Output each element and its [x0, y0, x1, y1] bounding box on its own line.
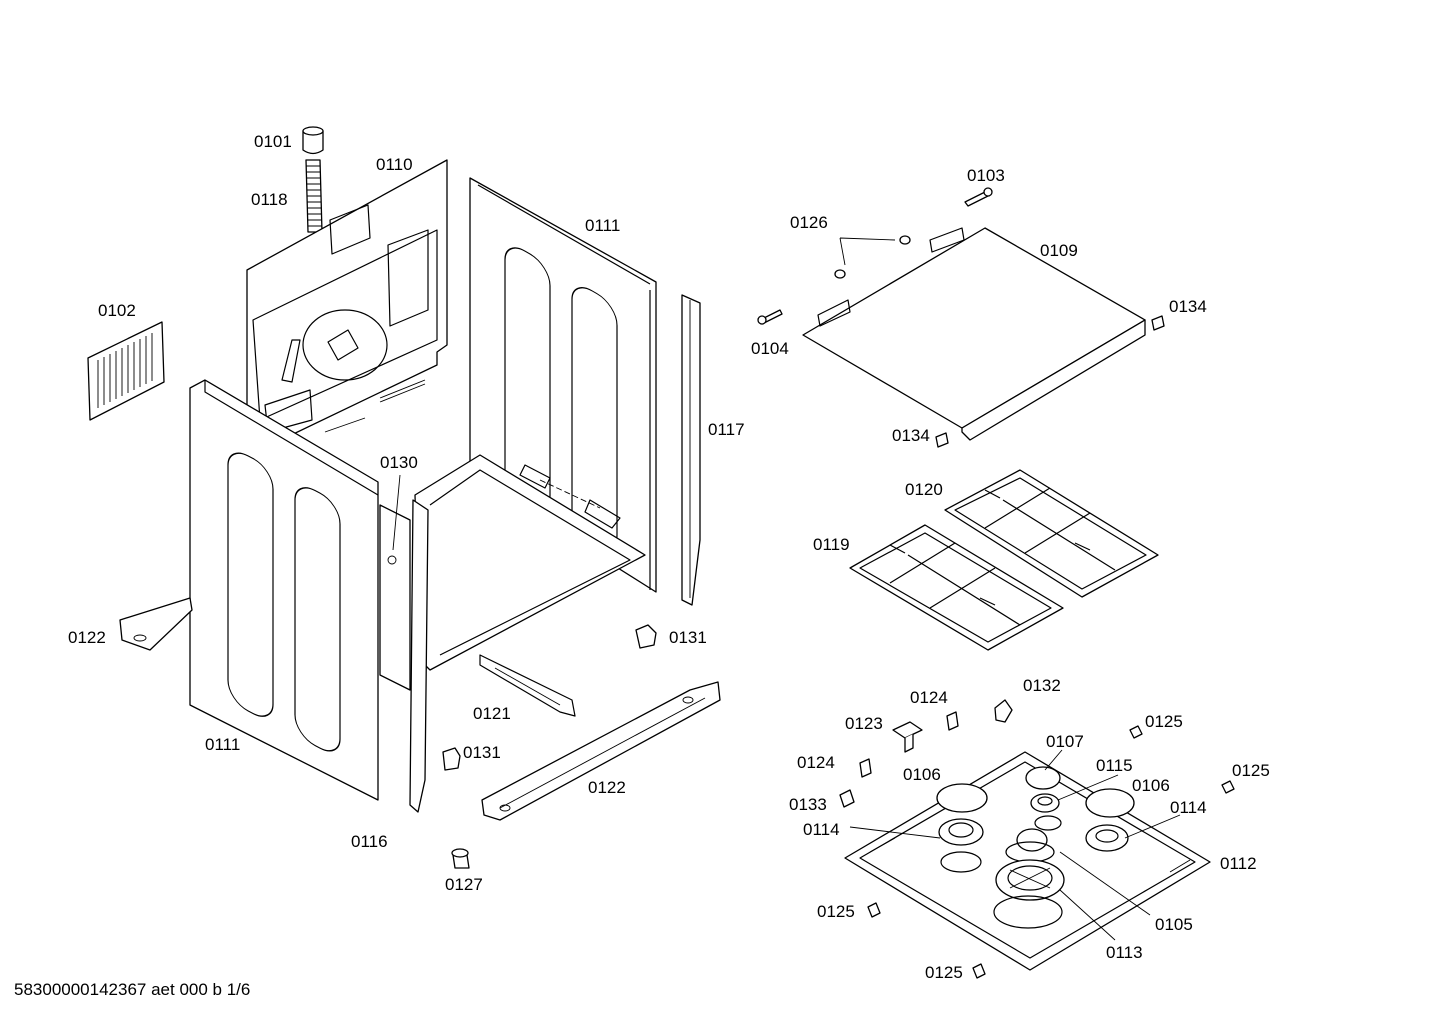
part-clip-0131-a: [635, 624, 657, 649]
callout-0104: 0104: [751, 339, 789, 358]
callout-0131-b: 0131: [463, 743, 501, 762]
callout-0107: 0107: [1046, 732, 1084, 751]
part-rail-0117: [681, 294, 701, 606]
part-rail-0122-upper: [119, 597, 193, 651]
callout-0111-left: 0111: [205, 735, 240, 754]
callout-0123: 0123: [845, 714, 883, 733]
callout-0102: 0102: [98, 301, 136, 320]
part-front-strip-0116: [409, 499, 429, 813]
callout-labels: 0101 0118 0110 0111 0102 0130 0117 0122 …: [68, 132, 1270, 982]
document-number: 58300000142367 aet 000 b 1/6: [14, 980, 251, 999]
part-grate-0119: [849, 524, 1064, 651]
part-lid-0109: [802, 227, 1146, 441]
callout-0125-d: 0125: [925, 963, 963, 982]
callout-0106-right: 0106: [1132, 776, 1170, 795]
part-burner-0113: [993, 859, 1065, 929]
callout-0111-right: 0111: [585, 216, 620, 235]
part-rail-0122-lower: [481, 681, 721, 821]
part-screw-0103: [964, 187, 993, 207]
part-clip-0124-b: [859, 758, 872, 778]
callout-0114-left: 0114: [803, 820, 840, 839]
callout-0112: 0112: [1220, 854, 1257, 873]
callout-0103: 0103: [967, 166, 1005, 185]
part-pad-0134-a: [1151, 315, 1165, 331]
callout-0125-c: 0125: [817, 902, 855, 921]
callout-0131-a: 0131: [669, 628, 707, 647]
part-pad-0134-b: [935, 432, 949, 448]
part-grate-0120: [944, 469, 1159, 598]
callout-0106-left: 0106: [903, 765, 941, 784]
callout-0101: 0101: [254, 132, 292, 151]
part-burner-0115: [1030, 793, 1062, 831]
callout-0133: 0133: [789, 795, 827, 814]
part-burner-cap-0107: [1025, 766, 1061, 790]
part-grille-0102: [87, 321, 165, 421]
callout-0127: 0127: [445, 875, 483, 894]
callout-0113: 0113: [1106, 943, 1143, 962]
callout-0118: 0118: [251, 190, 288, 209]
callout-0120: 0120: [905, 480, 943, 499]
part-clip-0125-b: [1221, 780, 1235, 794]
callout-0117: 0117: [708, 420, 745, 439]
callout-0134-b: 0134: [892, 426, 930, 445]
part-burner-cap-0106-left: [936, 783, 988, 813]
part-clip-0131-b: [442, 747, 461, 771]
part-fitting-0123: [892, 721, 923, 753]
part-burner-cap-0106-right: [1085, 788, 1135, 818]
callout-0109: 0109: [1040, 241, 1078, 260]
part-foot-0127: [451, 848, 470, 869]
callout-0119: 0119: [813, 535, 850, 554]
callout-0115: 0115: [1096, 756, 1133, 775]
part-side-panel-left-0111: [189, 379, 379, 801]
callout-0130: 0130: [380, 453, 418, 472]
part-clip-0125-a: [1129, 725, 1143, 739]
part-valve-0132: [994, 699, 1013, 723]
callout-0134-a: 0134: [1169, 297, 1207, 316]
callout-0121: 0121: [473, 704, 511, 723]
leader-lines: [392, 474, 1181, 941]
part-clip-0125-c: [867, 902, 881, 918]
part-hose-0118: [305, 159, 323, 233]
part-clip-0124-a: [946, 711, 959, 731]
callout-0126: 0126: [790, 213, 828, 232]
part-clip-0133: [839, 789, 855, 808]
part-burner-0114-left: [938, 818, 984, 873]
part-burner-0114-right: [1085, 824, 1129, 852]
callout-0122-upper: 0122: [68, 628, 106, 647]
part-front-frame-0130: [379, 504, 411, 691]
callout-0105: 0105: [1155, 915, 1193, 934]
callout-0132: 0132: [1023, 676, 1061, 695]
callout-0114-right: 0114: [1170, 798, 1207, 817]
callout-0125-b: 0125: [1232, 761, 1270, 780]
part-clip-0125-d: [972, 963, 986, 979]
callout-0110: 0110: [376, 155, 413, 174]
part-cap-0101: [302, 126, 324, 155]
callout-0124-a: 0124: [910, 688, 948, 707]
callout-0116: 0116: [351, 832, 388, 851]
part-screw-0104: [757, 309, 783, 325]
callout-0122-lower: 0122: [588, 778, 626, 797]
callout-0125-a: 0125: [1145, 712, 1183, 731]
callout-0124-b: 0124: [797, 753, 835, 772]
part-bumper-0126: [834, 235, 911, 279]
